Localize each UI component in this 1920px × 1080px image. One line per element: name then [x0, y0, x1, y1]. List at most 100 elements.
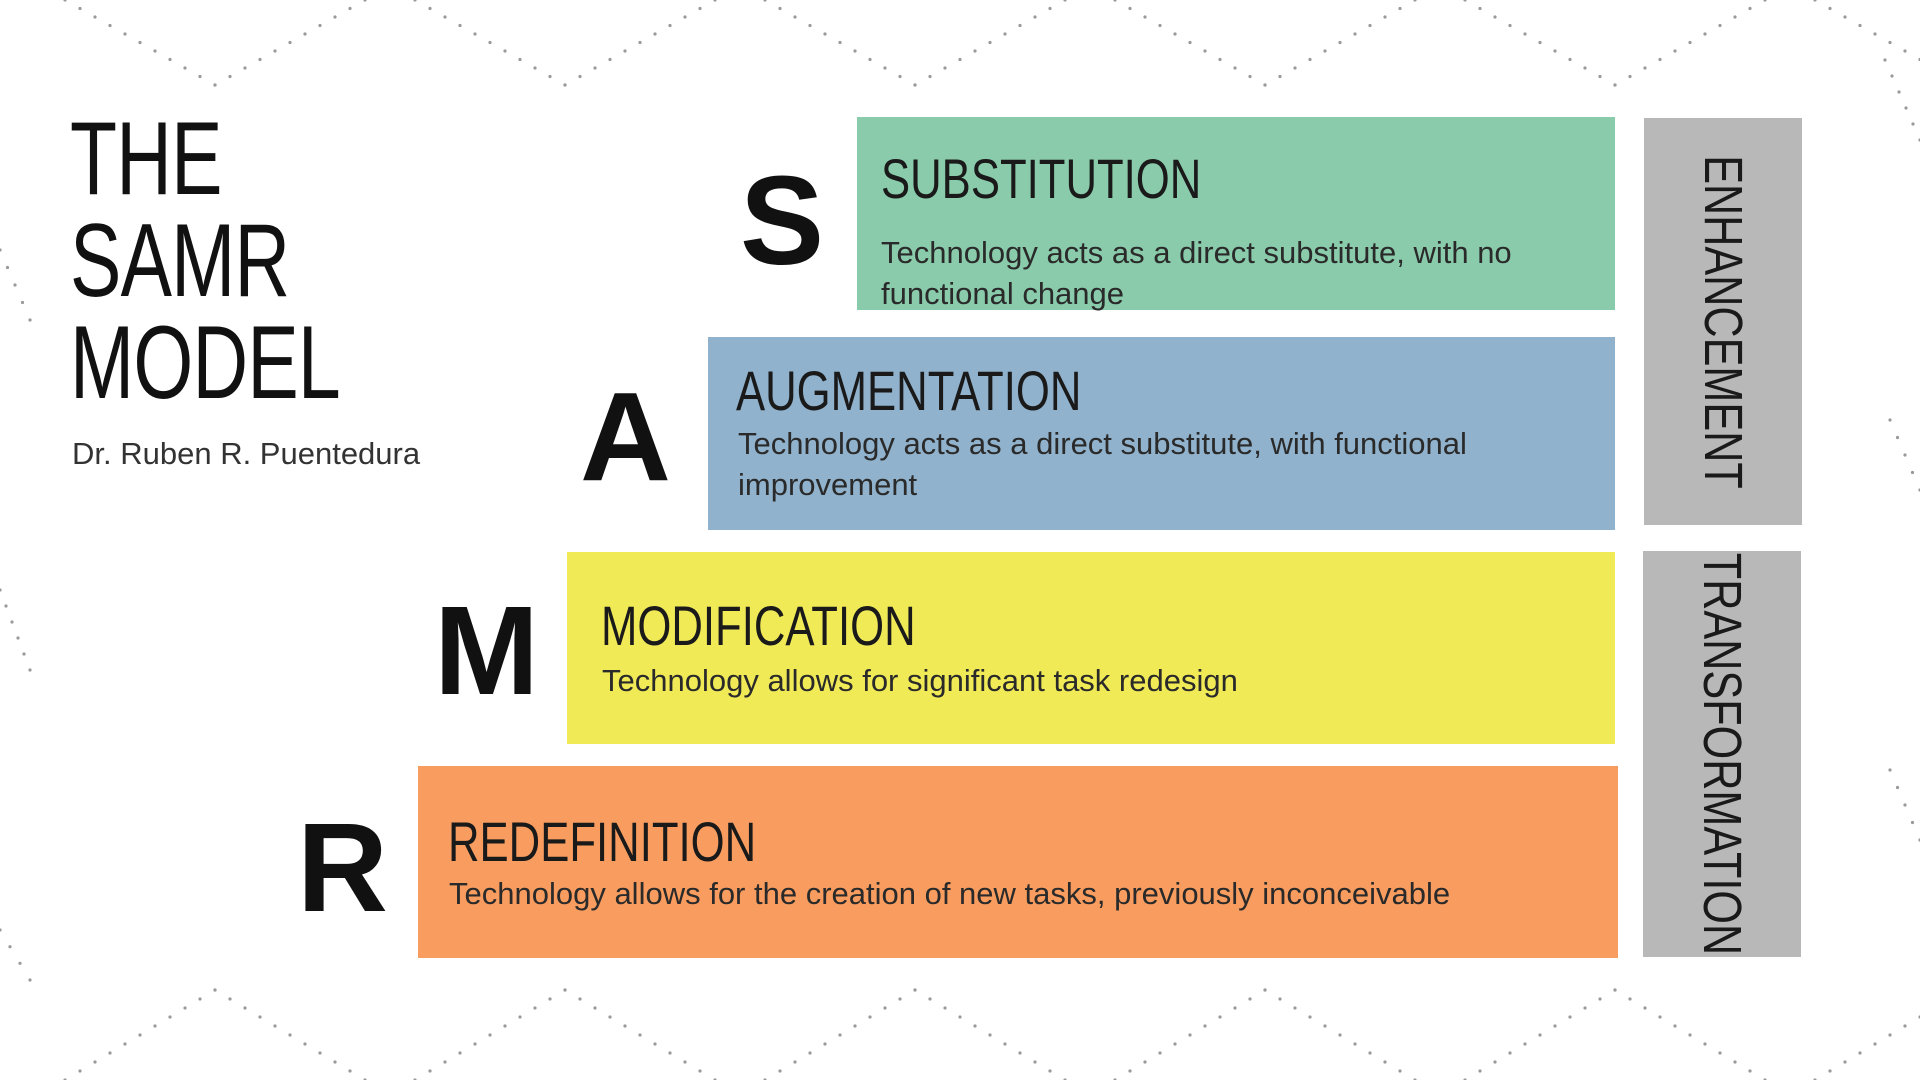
- decorative-dot: [1508, 23, 1512, 28]
- decorative-dot: [318, 1051, 322, 1055]
- decorative-dot: [713, 0, 717, 2]
- decorative-dot: [10, 620, 14, 624]
- decorative-dot: [8, 945, 12, 949]
- decorative-dot: [1703, 1042, 1707, 1046]
- decorative-dot: [488, 40, 492, 45]
- decorative-dot: [1523, 32, 1527, 36]
- decorative-dot: [853, 49, 857, 53]
- decorative-dot: [168, 57, 172, 62]
- decorative-dot: [1673, 1024, 1677, 1028]
- decorative-dot: [1233, 1006, 1237, 1010]
- decorative-dot: [623, 1024, 627, 1028]
- decorative-dot: [348, 1069, 352, 1073]
- decorative-dot: [303, 32, 307, 36]
- decorative-dot: [883, 1006, 887, 1010]
- decorative-dot: [1143, 1060, 1147, 1064]
- decorative-dot: [1113, 0, 1117, 2]
- decorative-dot: [1628, 74, 1632, 79]
- decorative-dot: [1911, 122, 1915, 126]
- decorative-dot: [1613, 83, 1617, 87]
- decorative-dot: [488, 1033, 492, 1037]
- decorative-dot: [1003, 1042, 1007, 1046]
- decorative-dot: [1128, 6, 1132, 11]
- decorative-dot: [458, 1051, 462, 1055]
- decorative-dot: [363, 0, 367, 2]
- decorative-dot: [623, 49, 627, 53]
- decorative-dot: [333, 15, 337, 19]
- decorative-dot: [838, 1033, 842, 1037]
- decorative-dot: [243, 66, 247, 70]
- decorative-dot: [318, 23, 322, 28]
- decorative-dot: [273, 1024, 277, 1028]
- decorative-dot: [518, 1015, 522, 1019]
- decorative-dot: [1888, 40, 1892, 45]
- decorative-dot: [1733, 1060, 1737, 1064]
- decorative-dot: [563, 988, 567, 992]
- augmentation-description-line-2: improvement: [738, 467, 918, 502]
- decorative-dot: [153, 1024, 157, 1028]
- decorative-dot: [958, 1015, 962, 1019]
- decorative-dot: [1308, 57, 1312, 62]
- decorative-dot: [198, 74, 202, 79]
- decorative-dot: [1523, 1042, 1527, 1046]
- decorative-dot: [593, 1006, 597, 1010]
- decorative-dot: [1888, 1033, 1892, 1037]
- decorative-dot: [1478, 1069, 1482, 1073]
- decorative-dot: [1048, 6, 1052, 11]
- decorative-dot: [1383, 15, 1387, 19]
- decorative-dot: [428, 1069, 432, 1073]
- decorative-dot: [1903, 803, 1907, 807]
- decorative-dot: [1368, 1051, 1372, 1055]
- decorative-dot: [1203, 1024, 1207, 1028]
- substitution-title: SUBSTITUTION: [881, 147, 1202, 210]
- decorative-dot: [913, 83, 917, 87]
- redefinition-description: Technology allows for the creation of ne…: [449, 873, 1450, 914]
- decorative-dot: [683, 1060, 687, 1064]
- decorative-dot: [1828, 1069, 1832, 1073]
- decorative-dot: [988, 40, 992, 45]
- decorative-dot: [868, 57, 872, 62]
- decorative-dot: [898, 997, 902, 1001]
- decorative-dot: [333, 1060, 337, 1064]
- decorative-dot: [1003, 32, 1007, 36]
- decorative-dot: [548, 997, 552, 1001]
- page-title: THE SAMR MODEL: [70, 107, 341, 415]
- letter-m: M: [434, 580, 539, 721]
- decorative-dot: [653, 1042, 657, 1046]
- decorative-dot: [1538, 40, 1542, 45]
- decorative-dot: [303, 1042, 307, 1046]
- decorative-dot: [123, 32, 127, 36]
- decorative-dot: [1910, 820, 1915, 825]
- decorative-dot: [653, 32, 657, 36]
- decorative-dot: [638, 40, 642, 45]
- decorative-dot: [108, 1051, 112, 1055]
- decorative-dot: [1493, 1060, 1497, 1064]
- decorative-dot: [668, 23, 672, 28]
- decorative-dot: [28, 978, 32, 982]
- decorative-dot: [78, 6, 82, 11]
- decorative-dot: [533, 66, 537, 70]
- decorative-dot: [78, 1069, 82, 1073]
- decorative-dot: [1368, 23, 1372, 28]
- decorative-dot: [273, 49, 277, 53]
- decorative-dot: [1248, 997, 1252, 1001]
- decorative-dot: [138, 40, 142, 45]
- decorative-dot: [1598, 74, 1602, 79]
- decorative-dot: [563, 83, 567, 87]
- decorative-dot: [1323, 49, 1327, 53]
- decorative-dot: [123, 1042, 127, 1046]
- decorative-dot: [1463, 0, 1467, 2]
- decorative-dot: [183, 1006, 187, 1010]
- decorative-dot: [1278, 997, 1282, 1001]
- decorative-dot: [20, 300, 25, 305]
- decorative-dot: [1033, 15, 1037, 19]
- substitution-bar: SUBSTITUTION Technology acts as a direct…: [857, 117, 1615, 311]
- decorative-dot: [428, 6, 432, 11]
- decorative-dot: [1398, 6, 1402, 11]
- decorative-dot: [28, 318, 32, 322]
- decorative-dot: [1308, 1015, 1312, 1019]
- modification-description-line-1: Technology allows for significant task r…: [602, 663, 1238, 698]
